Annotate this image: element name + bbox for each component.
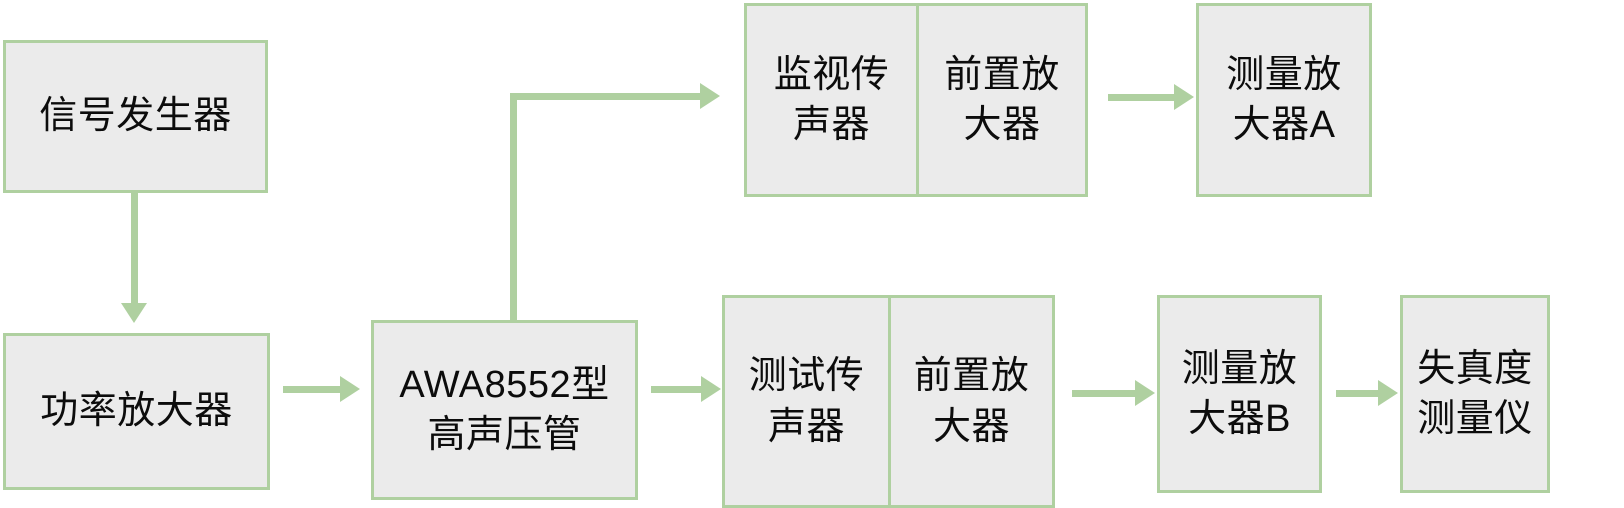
node-signal-generator-label: 信号发生器 xyxy=(39,95,232,138)
node-pair-monitor-mic-preamp: 监视传 声器 前置放 大器 xyxy=(744,3,1088,197)
arrowhead-right-to-test-microphone xyxy=(701,376,721,402)
node-monitor-microphone-line1: 监视传 xyxy=(773,53,890,96)
node-distortion-meter-line2: 测量仪 xyxy=(1417,398,1533,440)
connector-preamp-bottom-to-measuring-amplifier-b xyxy=(1072,390,1135,397)
node-signal-generator[interactable]: 信号发生器 xyxy=(3,40,268,193)
node-measuring-amplifier-a-line1: 测量放 xyxy=(1226,53,1342,96)
connector-signal-generator-to-power-amplifier xyxy=(131,193,138,303)
node-preamp-bottom-line2: 大器 xyxy=(932,405,1010,448)
arrowhead-down-to-power-amplifier xyxy=(121,303,147,323)
node-measuring-amplifier-b[interactable]: 测量放 大器B xyxy=(1157,295,1322,493)
node-power-amplifier-label: 功率放大器 xyxy=(40,390,233,433)
node-pair-test-mic-preamp: 测试传 声器 前置放 大器 xyxy=(722,295,1055,508)
node-high-pressure-tube-line2: 高声压管 xyxy=(427,414,582,456)
arrowhead-right-to-measuring-amplifier-a xyxy=(1174,84,1194,110)
arrowhead-right-to-distortion-meter xyxy=(1378,380,1398,406)
node-high-pressure-tube-line1: AWA8552型 xyxy=(399,363,610,406)
connector-power-amplifier-to-high-pressure-tube xyxy=(283,386,340,393)
node-preamp-top-line1: 前置放 xyxy=(944,53,1060,96)
node-monitor-microphone-line2: 声器 xyxy=(792,104,870,146)
arrowhead-right-to-high-pressure-tube xyxy=(340,376,360,402)
node-distortion-meter-line1: 失真度 xyxy=(1417,347,1533,390)
node-high-pressure-tube[interactable]: AWA8552型 高声压管 xyxy=(371,320,638,500)
arrowhead-right-to-monitor-microphone xyxy=(700,83,720,109)
node-preamp-bottom-line1: 前置放 xyxy=(913,355,1030,398)
node-preamp-top-line2: 大器 xyxy=(963,104,1041,146)
node-test-microphone-line2: 声器 xyxy=(767,405,845,448)
node-measuring-amplifier-a[interactable]: 测量放 大器A xyxy=(1196,3,1372,197)
node-preamp-top[interactable]: 前置放 大器 xyxy=(916,6,1085,194)
connector-measuring-amplifier-b-to-distortion-meter xyxy=(1336,390,1378,397)
arrowhead-right-to-measuring-amplifier-b xyxy=(1135,380,1155,406)
connector-preamp-top-to-measuring-amplifier-a xyxy=(1108,94,1174,101)
connector-high-pressure-tube-to-monitor-microphone-vertical xyxy=(510,93,517,320)
node-measuring-amplifier-b-line2: 大器B xyxy=(1188,398,1291,440)
node-test-microphone[interactable]: 测试传 声器 xyxy=(725,298,888,505)
node-distortion-meter[interactable]: 失真度 测量仪 xyxy=(1400,295,1550,493)
node-measuring-amplifier-b-line1: 测量放 xyxy=(1181,347,1298,390)
node-test-microphone-line1: 测试传 xyxy=(748,355,865,398)
node-power-amplifier[interactable]: 功率放大器 xyxy=(3,333,270,490)
node-preamp-bottom[interactable]: 前置放 大器 xyxy=(888,298,1052,505)
node-measuring-amplifier-a-line2: 大器A xyxy=(1232,104,1336,146)
connector-high-pressure-tube-to-test-microphone xyxy=(651,386,701,393)
connector-high-pressure-tube-to-monitor-microphone-horizontal xyxy=(510,93,700,100)
node-monitor-microphone[interactable]: 监视传 声器 xyxy=(747,6,916,194)
